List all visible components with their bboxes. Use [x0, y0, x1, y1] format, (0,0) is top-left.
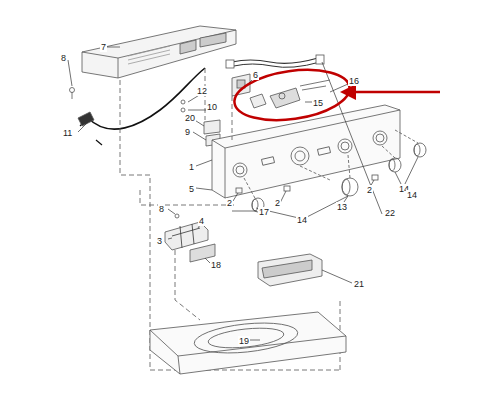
callout-number: 8 — [158, 204, 165, 214]
callout-number: 2 — [274, 198, 281, 208]
callout-number: 12 — [196, 86, 208, 96]
callout-number: 8 — [60, 53, 67, 63]
screw — [70, 88, 75, 100]
callout-number: 7 — [100, 42, 107, 52]
callout-number: 14 — [406, 190, 418, 200]
switch-parts — [250, 80, 330, 108]
highlight — [231, 63, 440, 127]
top-cover — [150, 312, 346, 374]
callout-number: 2 — [366, 185, 373, 195]
callout-number: 18 — [210, 260, 222, 270]
callout-number: 11 — [62, 128, 73, 138]
power-cord — [78, 68, 205, 145]
callout-number: 22 — [384, 208, 396, 218]
callout-number: 10 — [206, 102, 218, 112]
lid-switch — [165, 214, 215, 262]
rear-panel — [82, 26, 236, 78]
callout-number: 21 — [353, 279, 365, 289]
callout-number: 9 — [184, 127, 191, 137]
callout-number: 15 — [312, 98, 324, 108]
callout-number: 2 — [226, 198, 233, 208]
callout-number: 20 — [184, 113, 196, 123]
dispenser — [258, 254, 322, 286]
callout-number: 6 — [252, 70, 259, 80]
callout-number: 1 — [188, 162, 195, 172]
callout-number: 19 — [238, 336, 250, 346]
console-housing — [212, 105, 400, 198]
callout-number: 3 — [156, 236, 163, 246]
callout-number: 16 — [348, 76, 360, 86]
callout-number: 5 — [188, 184, 195, 194]
callout-number: 17 — [258, 207, 270, 217]
callout-number: 13 — [336, 202, 348, 212]
knobs — [236, 130, 426, 212]
callout-number: 4 — [198, 216, 205, 226]
wire-harness — [226, 55, 324, 68]
callout-number: 14 — [296, 215, 308, 225]
